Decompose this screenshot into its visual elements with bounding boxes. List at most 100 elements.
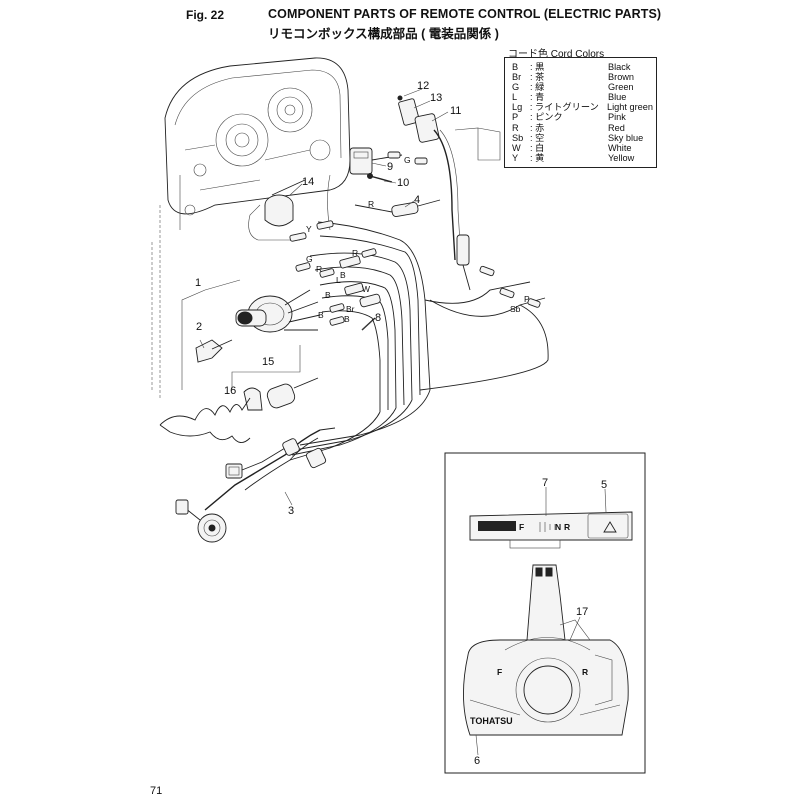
wire-label-y: Y	[306, 224, 312, 234]
legend-jp: : 白	[530, 142, 545, 153]
legend-row: R : 赤 Red	[512, 123, 653, 133]
legend-row: G : 緑 Green	[512, 82, 653, 92]
shift-label-n: N	[555, 522, 561, 532]
legend-jp: : 黄	[530, 152, 545, 163]
wire-label-sb: Sb	[510, 304, 521, 314]
page-title: COMPONENT PARTS OF REMOTE CONTROL (ELECT…	[268, 7, 662, 21]
callout-3: 3	[288, 505, 294, 517]
indicator-window	[478, 521, 516, 531]
part-4-fuse-holder	[354, 199, 441, 217]
harness-connectors	[289, 157, 541, 331]
legend-jp: : 赤	[530, 122, 545, 133]
wire-label-b: B	[344, 314, 350, 324]
part-14-buzzer	[264, 179, 306, 227]
wire-label-b: B	[325, 290, 331, 300]
part-15-stop-switch	[243, 377, 319, 411]
legend-code: Lg	[512, 102, 523, 113]
legend-jp: : ピンク	[530, 112, 563, 123]
legend-code: Y	[512, 152, 519, 163]
callout-11: 11	[450, 105, 461, 117]
page-title-japanese: リモコンボックス構成部品 ( 電装品関係 )	[268, 27, 499, 41]
legend-jp: : 青	[530, 92, 545, 103]
legend-jp: : 茶	[530, 72, 545, 83]
legend-en: Sky blue	[608, 132, 644, 143]
callout-15: 15	[262, 356, 274, 368]
callout-8: 8	[375, 312, 381, 324]
callout-13: 13	[430, 92, 442, 104]
brand-logo: TOHATSU	[470, 716, 513, 726]
legend-code: Br	[512, 72, 522, 83]
callout-12: 12	[417, 80, 429, 92]
part-16-lanyard	[159, 397, 251, 443]
legend-jp: : ライトグリーン	[529, 102, 599, 113]
legend-code: R	[512, 122, 519, 133]
remote-control-housing	[151, 57, 351, 400]
callout-5: 5	[601, 479, 607, 491]
wire-label-w: W	[362, 284, 370, 294]
figure-number: Fig. 22	[186, 8, 225, 22]
inset-panel	[444, 452, 646, 774]
wire-label-r: R	[316, 264, 322, 274]
callout-leaders	[199, 88, 607, 756]
legend-row: L : 青 Blue	[512, 92, 653, 102]
callout-14: 14	[302, 176, 314, 188]
callout-10: 10	[397, 177, 409, 189]
legend-code: Sb	[512, 132, 524, 143]
wire-label-r: R	[368, 199, 374, 209]
legend-jp: : 黒	[530, 62, 545, 72]
callout-7: 7	[542, 477, 548, 489]
legend-en: Light green	[607, 102, 653, 113]
legend-row: Sb : 空 Sky blue	[512, 133, 653, 143]
page-number: 71	[150, 785, 163, 797]
shift-indicator-plate	[469, 511, 633, 541]
legend-row: B : 黒 Black	[512, 62, 653, 72]
legend-title: コード色 Cord Colors	[508, 49, 605, 60]
legend-code: L	[512, 92, 518, 103]
legend-code: G	[512, 82, 520, 93]
legend-en: Black	[608, 62, 631, 72]
callout-6: 6	[474, 755, 480, 767]
lever-label-f: F	[497, 667, 502, 677]
callout-9: 9	[387, 161, 393, 173]
legend-en: Brown	[608, 72, 635, 83]
callout-1: 1	[195, 277, 201, 289]
callout-4: 4	[414, 194, 420, 206]
part-10-screw	[367, 173, 393, 183]
wire-label-r: R	[352, 248, 358, 258]
wire-harness	[204, 174, 549, 511]
legend-row: Y : 黄 Yellow	[512, 153, 653, 163]
part-3-harness-plug	[175, 438, 327, 543]
part-11-13-switch	[397, 95, 501, 291]
legend-code: B	[512, 62, 519, 72]
lever-label-r: R	[582, 667, 588, 677]
wire-label-br: Br	[346, 304, 355, 314]
callout-2: 2	[196, 321, 202, 333]
legend-jp: : 空	[530, 132, 545, 143]
part-9-connector	[349, 147, 403, 175]
wire-label-l: L	[336, 275, 341, 285]
callout-16: 16	[224, 385, 236, 397]
legend-en: Pink	[608, 112, 626, 123]
wire-label-b: B	[340, 270, 346, 280]
legend-en: Blue	[608, 92, 627, 103]
legend-code: W	[512, 142, 521, 153]
legend-jp: : 緑	[530, 82, 545, 93]
callout-bracket-1	[181, 279, 241, 390]
wire-label-b: B	[318, 310, 324, 320]
legend-en: Red	[608, 122, 625, 133]
callout-17: 17	[576, 606, 588, 618]
wire-label-g: G	[404, 155, 411, 165]
shift-label-r: R	[564, 522, 570, 532]
wire-label-p: P	[524, 294, 530, 304]
legend-en: Green	[608, 82, 634, 93]
callout-bracket-15	[231, 345, 301, 390]
wire-label-g: G	[306, 254, 313, 264]
legend-row: Br : 茶 Brown	[512, 72, 653, 82]
shift-label-f: F	[519, 522, 524, 532]
legend-row: W : 白 White	[512, 143, 653, 153]
legend-en: Yellow	[608, 152, 635, 163]
legend-en: White	[608, 142, 632, 153]
